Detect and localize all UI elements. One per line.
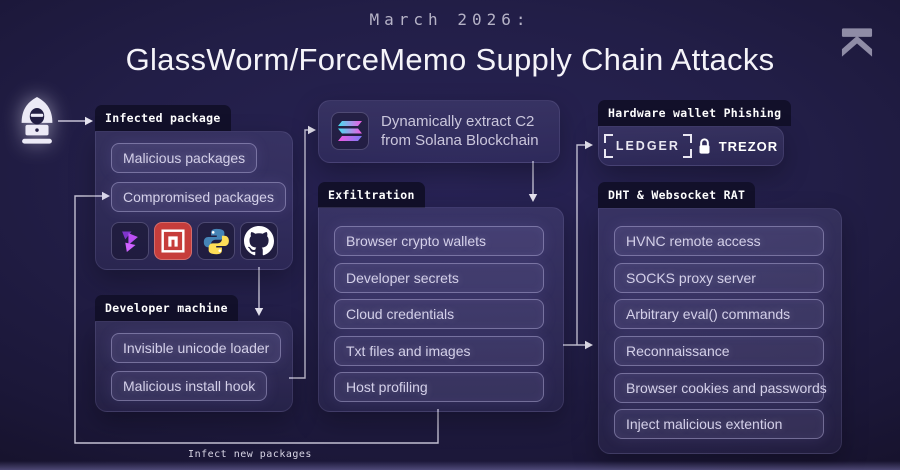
list-item: Reconnaissance bbox=[614, 336, 824, 366]
node-tab-infected-package: Infected package bbox=[95, 105, 231, 131]
koi-logo-icon bbox=[841, 27, 873, 58]
solana-c2-line2: from Solana Blockchain bbox=[381, 132, 539, 149]
openvsx-icon bbox=[111, 222, 149, 260]
npm-icon bbox=[154, 222, 192, 260]
node-box-solana-c2: Dynamically extract C2 from Solana Block… bbox=[318, 100, 560, 163]
arrowhead bbox=[254, 308, 264, 316]
list-item: Inject malicious extention bbox=[614, 409, 824, 439]
node-tab-developer-machine: Developer machine bbox=[95, 295, 238, 321]
list-item: Malicious packages bbox=[111, 143, 258, 173]
ledger-bracket-icon bbox=[603, 134, 613, 143]
list-item: SOCKS proxy server bbox=[614, 263, 824, 293]
node-tab-exfiltration: Exfiltration bbox=[318, 182, 425, 208]
list-item: Browser crypto wallets bbox=[334, 226, 544, 256]
python-icon bbox=[197, 222, 235, 260]
list-item: Malicious install hook bbox=[111, 371, 268, 401]
page-title: GlassWorm/ForceMemo Supply Chain Attacks bbox=[125, 42, 775, 77]
trezor-logo: TREZOR bbox=[697, 137, 778, 156]
bottom-glow-band bbox=[0, 461, 900, 470]
arrowhead bbox=[585, 340, 593, 350]
list-item: Compromised packages bbox=[111, 182, 286, 212]
list-item: HVNC remote access bbox=[614, 226, 824, 256]
list-item: Arbitrary eval() commands bbox=[614, 299, 824, 329]
arrowhead bbox=[85, 116, 93, 126]
ledger-bracket-icon bbox=[682, 149, 692, 158]
node-box-infected-package: Malicious packages Compromised packages bbox=[95, 131, 293, 270]
list-item: Txt files and images bbox=[334, 336, 544, 366]
ledger-wordmark: LEDGER bbox=[615, 139, 680, 153]
lock-icon bbox=[699, 138, 710, 154]
node-tab-hardware-wallet-phishing: Hardware wallet Phishing bbox=[598, 100, 792, 126]
node-box-hardware-wallet-phishing: LEDGER TREZOR bbox=[598, 126, 784, 166]
date-kicker: March 2026: bbox=[369, 10, 531, 29]
list-item: Developer secrets bbox=[334, 263, 544, 293]
list-item: Cloud credentials bbox=[334, 299, 544, 329]
arrowhead bbox=[585, 140, 593, 150]
arrow-exfiltration-to-hardware bbox=[576, 144, 585, 345]
arrowhead bbox=[528, 194, 538, 202]
list-item: Host profiling bbox=[334, 372, 544, 402]
solana-c2-text: Dynamically extract C2 from Solana Block… bbox=[381, 112, 539, 150]
node-box-developer-machine: Invisible unicode loader Malicious insta… bbox=[95, 321, 293, 412]
list-item: Browser cookies and passwords bbox=[614, 373, 827, 403]
github-icon bbox=[240, 222, 278, 260]
ledger-logo: LEDGER bbox=[603, 134, 692, 158]
ledger-bracket-icon bbox=[682, 134, 692, 143]
solana-icon bbox=[331, 112, 369, 150]
ledger-bracket-icon bbox=[603, 149, 613, 158]
solana-c2-line1: Dynamically extract C2 bbox=[381, 113, 535, 130]
hacker-icon bbox=[12, 94, 62, 148]
node-box-dht-websocket-rat: HVNC remote access SOCKS proxy server Ar… bbox=[598, 208, 842, 454]
list-item: Invisible unicode loader bbox=[111, 333, 282, 363]
arrowhead bbox=[308, 125, 316, 135]
trezor-wordmark: TREZOR bbox=[718, 138, 779, 154]
node-tab-dht-websocket-rat: DHT & Websocket RAT bbox=[598, 182, 756, 208]
node-box-exfiltration: Browser crypto wallets Developer secrets… bbox=[318, 207, 564, 412]
loop-annotation: Infect new packages bbox=[188, 449, 312, 460]
